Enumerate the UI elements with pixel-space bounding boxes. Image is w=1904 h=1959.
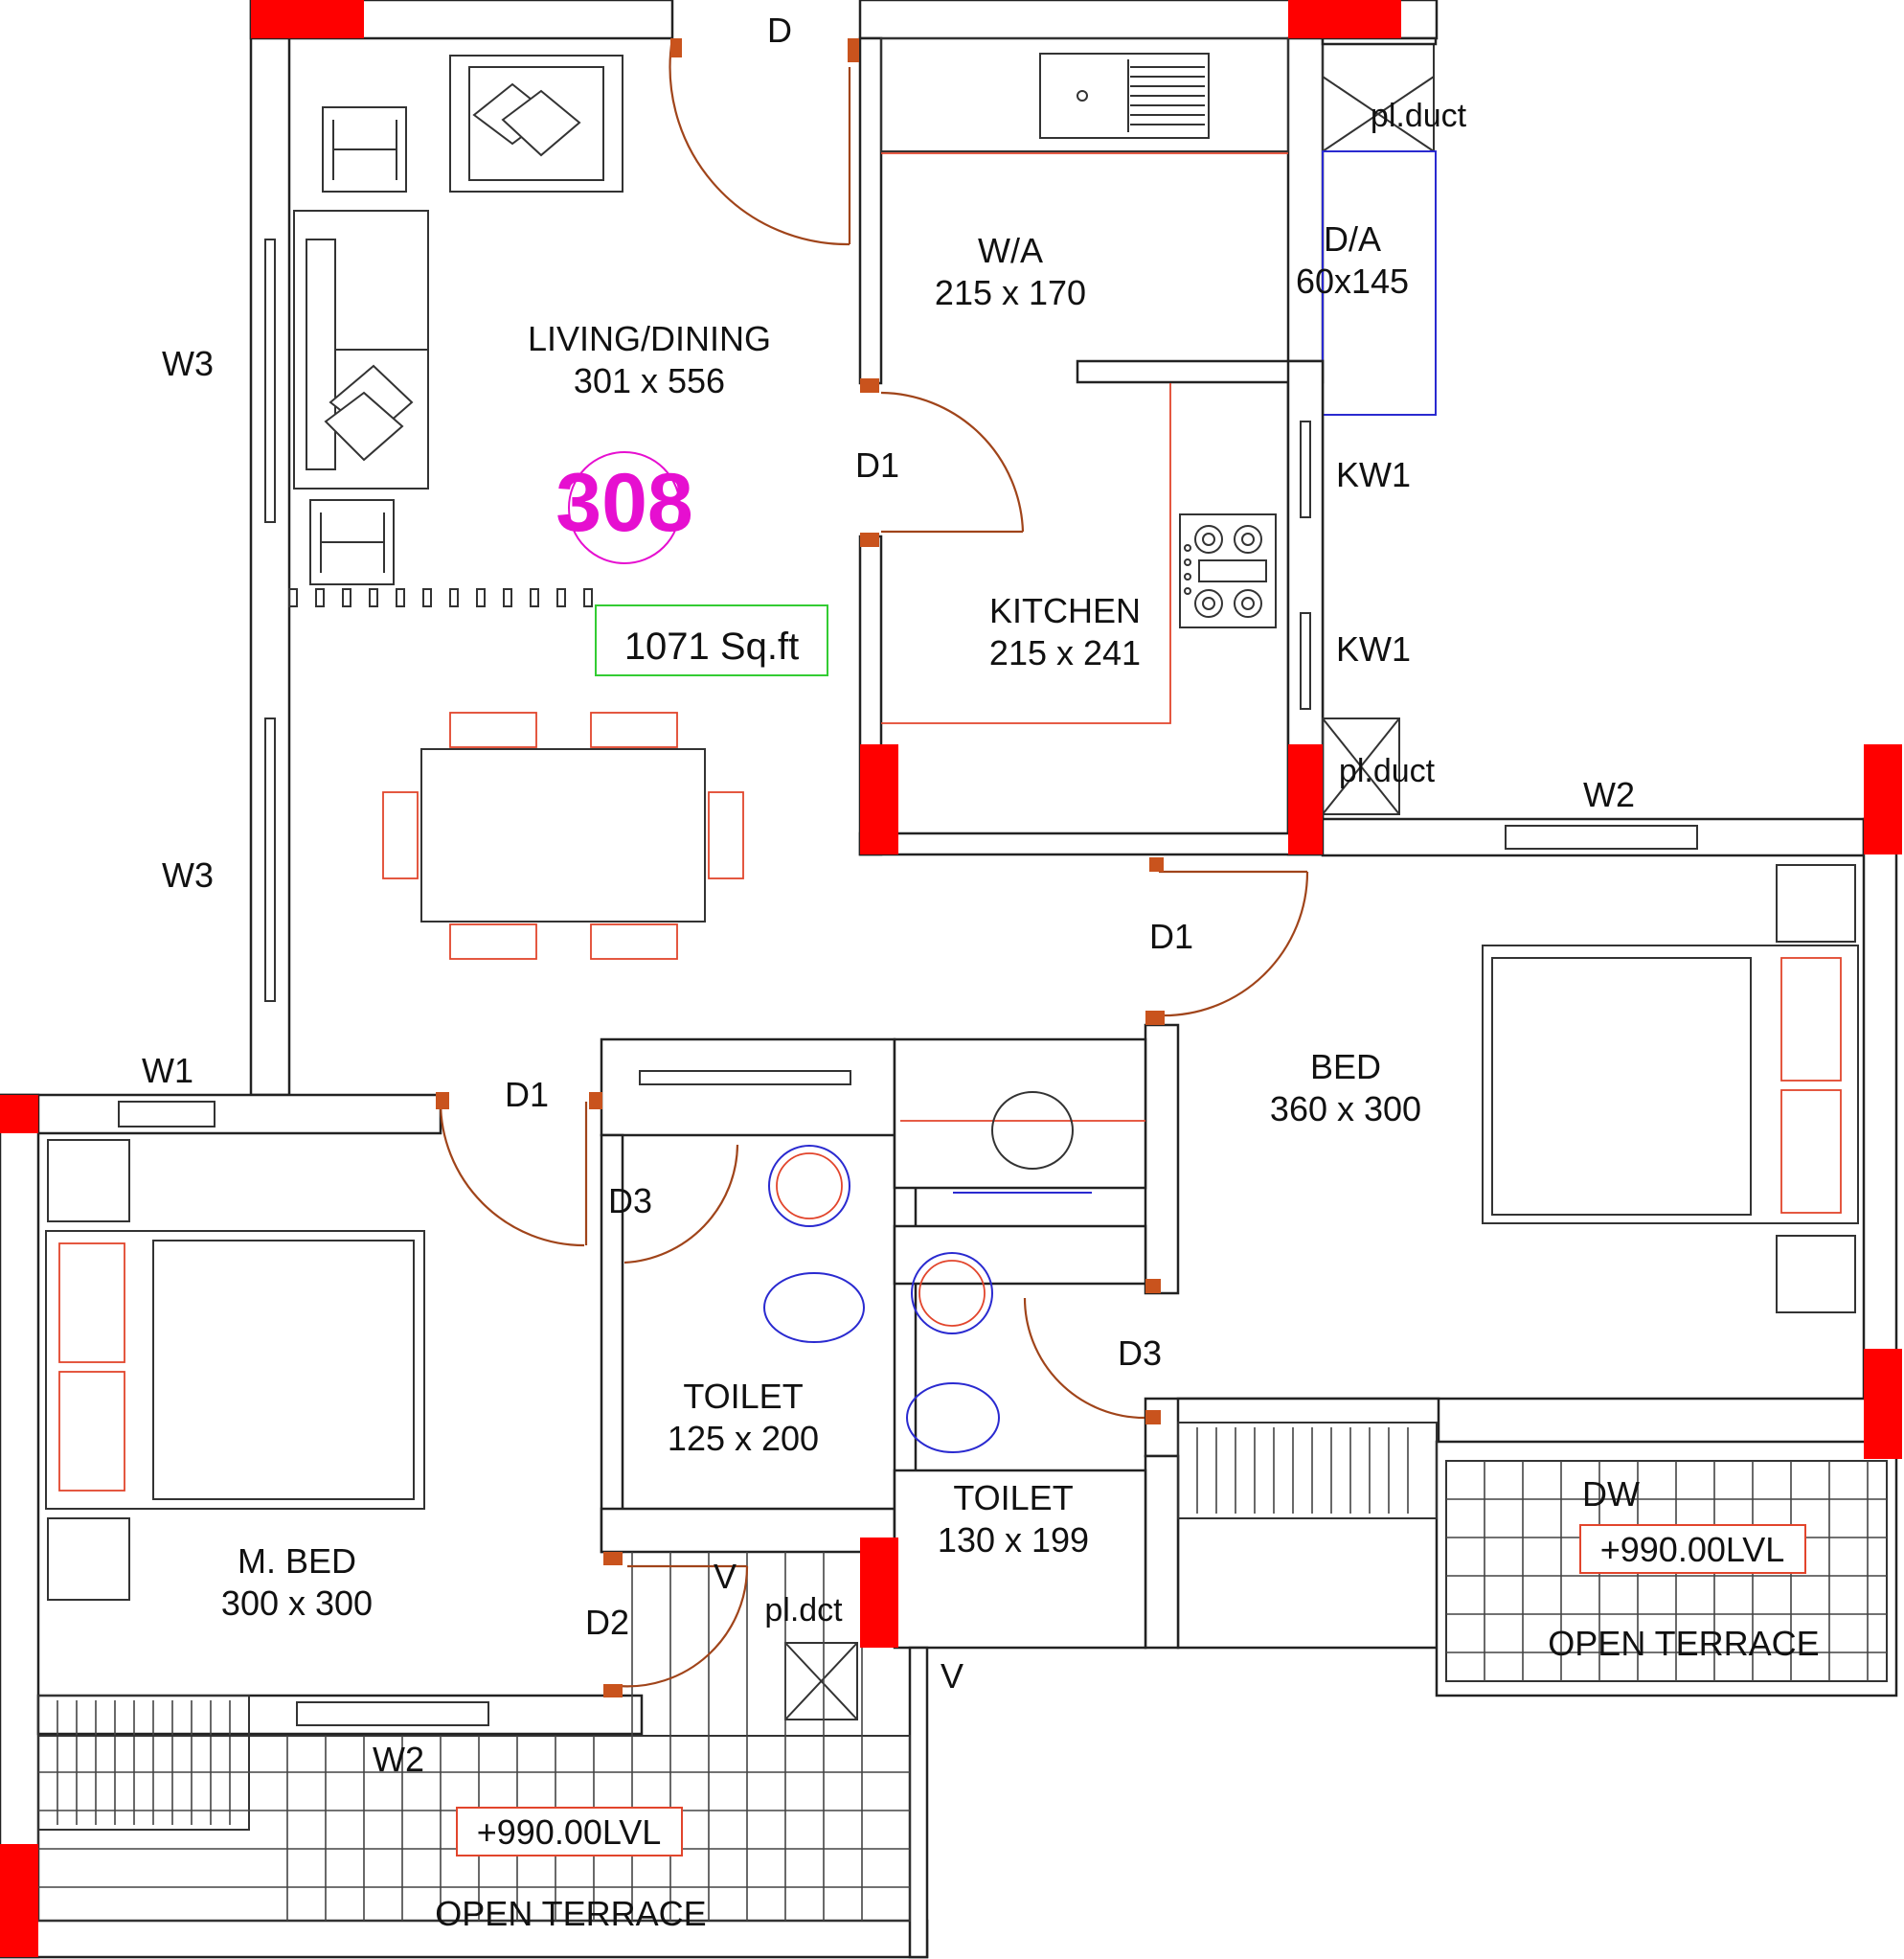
kitchen-size: 215 x 241: [989, 633, 1141, 672]
label-pldct: pl.dct: [764, 1592, 843, 1629]
label-w2-mbed: W2: [373, 1740, 424, 1779]
unit-number: 308: [555, 457, 693, 549]
living-furniture: [288, 55, 744, 960]
bed-size: 360 x 300: [1270, 1089, 1421, 1128]
mbed-furniture: [45, 1139, 425, 1601]
label-plduct-top: pl.duct: [1371, 98, 1467, 134]
label-w3-top: W3: [162, 344, 214, 383]
terrace-tiles-left: [37, 1695, 250, 1831]
label-w1: W1: [142, 1051, 193, 1090]
mbed-size: 300 x 300: [221, 1583, 373, 1623]
terrace1-name: OPEN TERRACE: [435, 1894, 706, 1933]
area-box: [595, 604, 828, 676]
label-d1-kitchen: D1: [855, 445, 899, 485]
label-d3-b: D3: [1118, 1333, 1162, 1373]
total-area: 1071 Sq.ft: [624, 626, 799, 668]
terrace1-level: +990.00LVL: [477, 1812, 662, 1852]
level-box-left: [456, 1807, 683, 1856]
living-size: 301 x 556: [574, 361, 725, 400]
label-v-b: V: [941, 1656, 963, 1696]
label-w2-bed: W2: [1583, 775, 1635, 814]
doors: [436, 37, 1309, 1697]
wa-size: 215 x 170: [935, 273, 1086, 312]
bed-furniture: [1482, 864, 1859, 1313]
label-d1-mbed: D1: [505, 1075, 549, 1114]
mbed-name: M. BED: [238, 1541, 356, 1581]
cooktop: [1179, 513, 1277, 628]
wa-name: W/A: [978, 231, 1043, 270]
da-name: D/A: [1324, 219, 1381, 259]
terrace2-level: +990.00LVL: [1600, 1530, 1785, 1569]
kitchen-name: KITCHEN: [989, 591, 1141, 630]
toilet1-name: TOILET: [683, 1377, 803, 1416]
label-d2: D2: [585, 1603, 629, 1642]
toilet2-name: TOILET: [953, 1478, 1073, 1517]
terrace2-name: OPEN TERRACE: [1548, 1624, 1819, 1663]
label-kw1-bottom: KW1: [1336, 629, 1411, 669]
terrace-tiles-right: [1177, 1422, 1438, 1519]
toilet2-size: 130 x 199: [938, 1520, 1089, 1560]
label-dw: DW: [1582, 1474, 1640, 1514]
label-kw1-top: KW1: [1336, 455, 1411, 494]
label-d3-a: D3: [608, 1181, 652, 1220]
level-box-right: [1579, 1524, 1806, 1574]
sink-drainboard: [1127, 59, 1205, 132]
bed-name: BED: [1310, 1047, 1381, 1086]
label-d1-bed: D1: [1149, 917, 1193, 956]
label-d-main: D: [767, 11, 792, 50]
unit-badge: [568, 451, 681, 564]
label-v-a: V: [714, 1557, 737, 1596]
da-size: 60x145: [1296, 262, 1409, 301]
toilet-fixtures: [639, 1070, 1092, 1720]
label-w3-bottom: W3: [162, 855, 214, 895]
label-plduct-mid: pl.duct: [1339, 753, 1436, 789]
terrace-grid: [37, 1460, 1888, 1922]
living-name: LIVING/DINING: [528, 319, 771, 358]
toilet1-size: 125 x 200: [668, 1419, 819, 1458]
